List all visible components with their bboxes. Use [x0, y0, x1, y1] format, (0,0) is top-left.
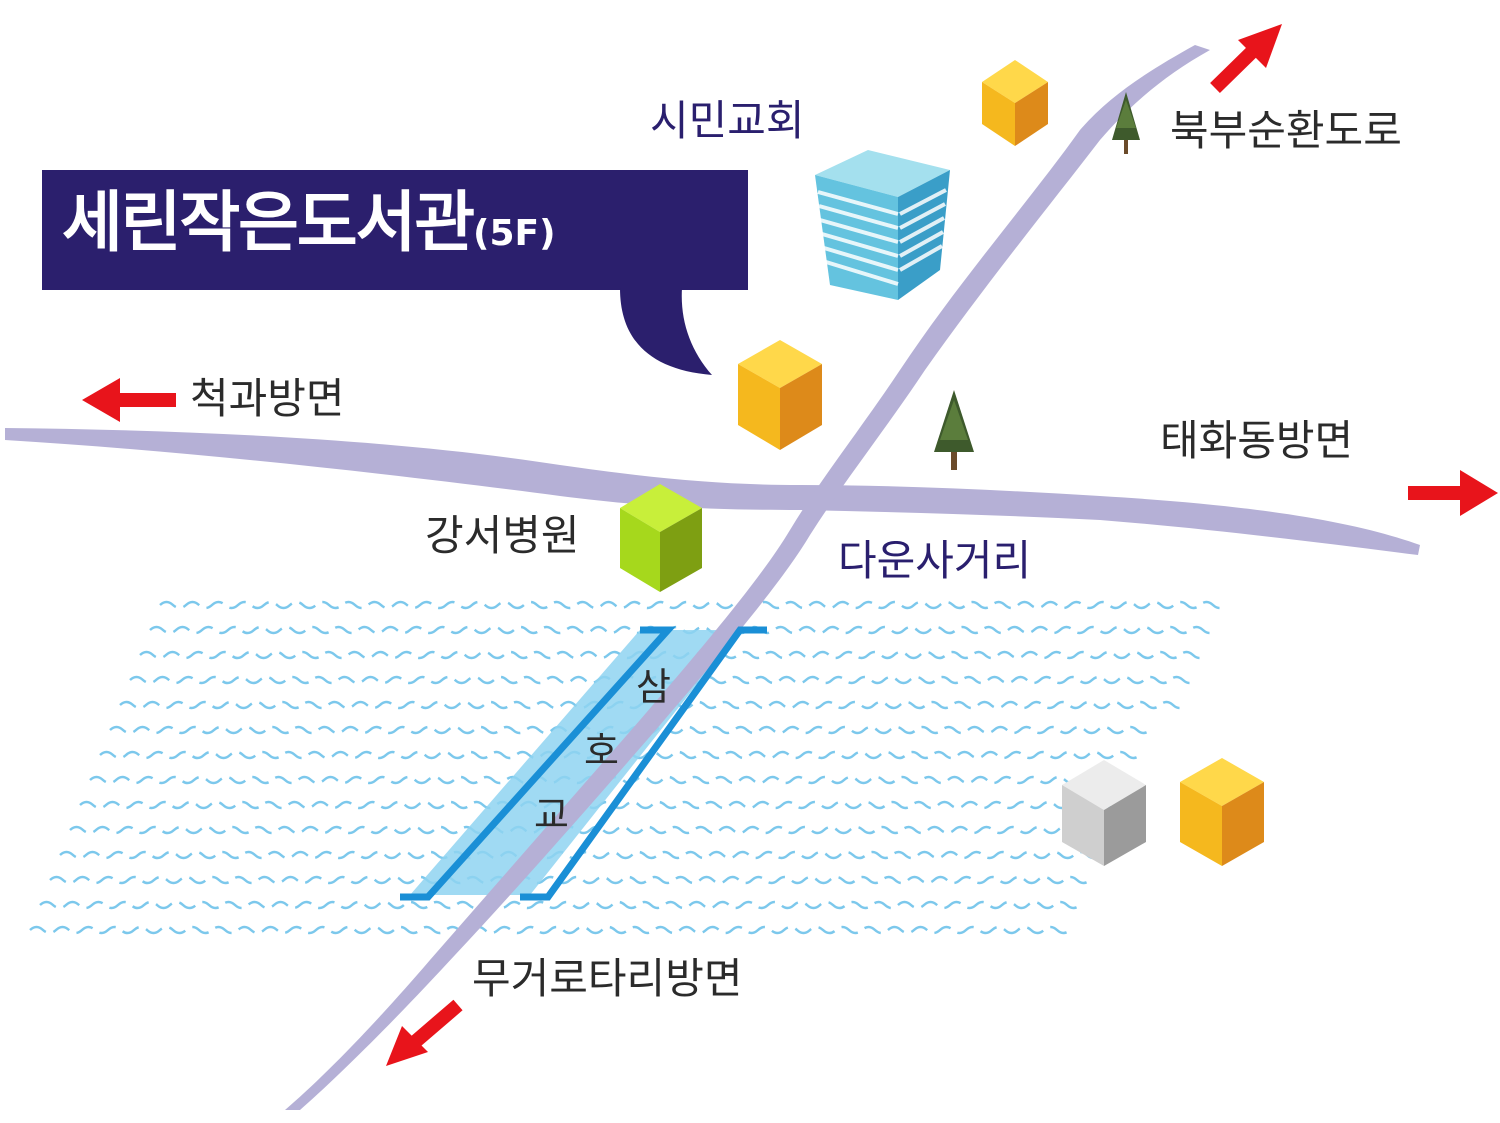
wave-line — [49, 875, 1091, 885]
church-label: 시민교회 — [650, 96, 805, 145]
library-name: 세린작은도서관 — [62, 184, 475, 261]
river-waves — [29, 600, 1227, 935]
library-floor: (5F) — [473, 213, 556, 254]
arrow-south-icon — [386, 999, 463, 1066]
building-yellow-library-icon — [738, 340, 822, 450]
wave-line — [39, 900, 1081, 910]
building-gray-icon — [1062, 760, 1146, 866]
intersection-label: 다운사거리 — [838, 536, 1032, 585]
west-direction-label: 척과방면 — [190, 374, 345, 423]
tower-icon — [815, 150, 950, 300]
road-east-west — [5, 428, 1420, 555]
building-yellow-top-icon — [982, 60, 1048, 146]
wave-line — [129, 675, 1197, 685]
building-yellow-right-icon — [1180, 758, 1264, 866]
library-callout-title: 세린작은도서관(5F) — [62, 190, 556, 256]
wave-line — [139, 650, 1207, 660]
wave-line — [159, 600, 1227, 610]
north-direction-label: 북부순환도로 — [1170, 106, 1402, 155]
tree-north-icon — [1112, 92, 1140, 154]
arrow-west-icon — [82, 378, 176, 422]
bridge-label-char-3: 교 — [534, 793, 569, 837]
tree-east-icon — [934, 390, 974, 470]
building-green-hospital-icon — [620, 484, 702, 592]
arrow-north-icon — [1210, 24, 1282, 94]
wave-line — [69, 825, 1111, 835]
arrow-east-icon — [1408, 470, 1498, 516]
wave-line — [149, 625, 1217, 635]
bridge-label-char-2: 호 — [584, 729, 619, 773]
callout-box — [42, 170, 748, 375]
south-direction-label: 무거로타리방면 — [472, 954, 743, 1003]
bridge-outline — [400, 626, 767, 901]
bridge-label-char-1: 삼 — [636, 665, 671, 709]
east-direction-label: 태화동방면 — [1160, 416, 1354, 465]
hospital-label: 강서병원 — [425, 511, 580, 560]
wave-line — [119, 700, 1187, 710]
wave-line — [29, 925, 1071, 935]
roads — [5, 45, 1420, 1110]
